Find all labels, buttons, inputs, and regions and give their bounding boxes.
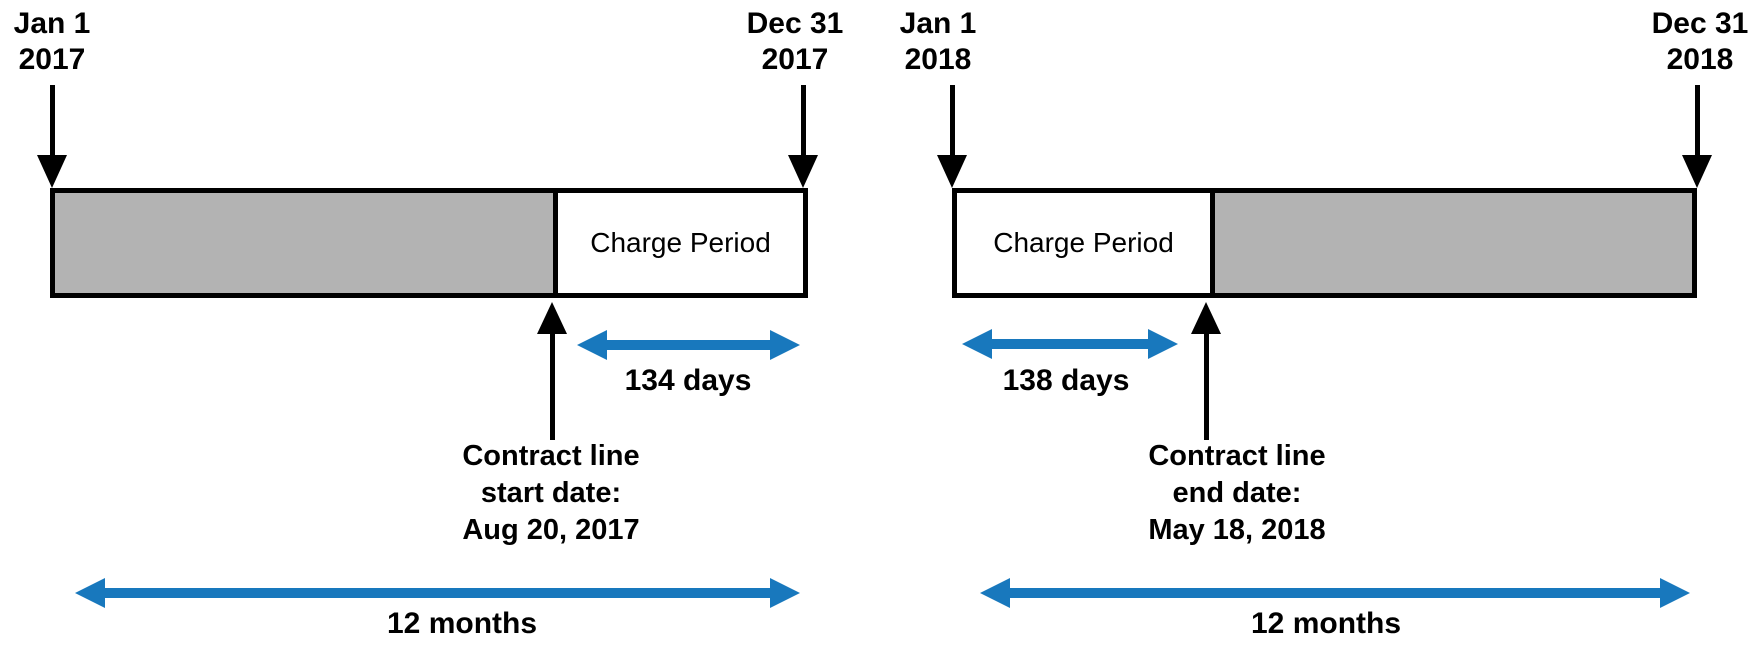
remaining-segment-2018 bbox=[1215, 193, 1692, 293]
timeline-bar-2018: Charge Period bbox=[952, 188, 1697, 298]
timeline-bar-2017: Charge Period bbox=[50, 188, 808, 298]
arrow-head-right bbox=[1148, 329, 1178, 359]
end-date-label-2018: Dec 31 2018 bbox=[1652, 6, 1749, 78]
charge-period-segment-2017: Charge Period bbox=[558, 193, 803, 293]
days-measure-arrow-icon-2018 bbox=[962, 329, 1178, 359]
arrow-shaft bbox=[549, 334, 555, 440]
arrow-shaft bbox=[988, 339, 1152, 349]
arrow-head-left bbox=[577, 330, 607, 360]
months-measure-arrow-icon-2018 bbox=[980, 578, 1690, 608]
arrow-head-up bbox=[1191, 302, 1221, 334]
arrow-head-up bbox=[537, 302, 567, 334]
start-date-line2: 2018 bbox=[904, 43, 972, 76]
days-measure-arrow-icon-2017 bbox=[577, 330, 800, 360]
start-date-label-2017: Jan 1 2017 bbox=[14, 6, 91, 78]
arrow-shaft bbox=[1694, 85, 1700, 155]
months-label-2018: 12 months bbox=[1250, 607, 1402, 640]
note-line1: Contract line bbox=[1148, 440, 1326, 472]
contract-end-note: Contract line end date: May 18, 2018 bbox=[1148, 438, 1325, 549]
arrow-shaft bbox=[49, 85, 55, 155]
down-arrow-icon-dec2017 bbox=[788, 85, 818, 188]
up-arrow-icon-start-date bbox=[537, 302, 567, 440]
down-arrow-icon-dec2018 bbox=[1682, 85, 1712, 188]
note-line2: end date: bbox=[1172, 477, 1302, 509]
months-measure-arrow-icon-2017 bbox=[75, 578, 800, 608]
arrow-shaft bbox=[603, 340, 774, 350]
end-date-line2: 2017 bbox=[761, 43, 829, 76]
arrow-shaft bbox=[101, 588, 774, 598]
start-date-line2: 2017 bbox=[18, 43, 86, 76]
end-date-line2: 2018 bbox=[1666, 43, 1734, 76]
down-arrow-icon-jan2017 bbox=[37, 85, 67, 188]
note-line3: Aug 20, 2017 bbox=[462, 514, 640, 546]
end-date-line1: Dec 31 bbox=[746, 7, 844, 40]
months-label-2017: 12 months bbox=[386, 607, 538, 640]
down-arrow-icon-jan2018 bbox=[937, 85, 967, 188]
start-date-label-2018: Jan 1 2018 bbox=[900, 6, 977, 78]
arrow-head-left bbox=[980, 578, 1010, 608]
end-date-line1: Dec 31 bbox=[1651, 7, 1749, 40]
arrow-shaft bbox=[949, 85, 955, 155]
arrow-shaft bbox=[800, 85, 806, 155]
arrow-head-down bbox=[37, 155, 67, 188]
up-arrow-icon-end-date bbox=[1191, 302, 1221, 440]
arrow-shaft bbox=[1203, 334, 1209, 440]
elapsed-segment-2017 bbox=[55, 193, 558, 293]
note-line3: May 18, 2018 bbox=[1148, 514, 1326, 546]
days-label-2017: 134 days bbox=[624, 364, 752, 397]
note-line1: Contract line bbox=[462, 440, 640, 472]
arrow-head-down bbox=[1682, 155, 1712, 188]
arrow-head-right bbox=[1660, 578, 1690, 608]
arrow-head-down bbox=[788, 155, 818, 188]
contract-start-note: Contract line start date: Aug 20, 2017 bbox=[462, 438, 639, 549]
arrow-head-left bbox=[962, 329, 992, 359]
arrow-head-left bbox=[75, 578, 105, 608]
note-line2: start date: bbox=[480, 477, 622, 509]
arrow-shaft bbox=[1006, 588, 1664, 598]
start-date-line1: Jan 1 bbox=[13, 7, 91, 40]
arrow-head-right bbox=[770, 330, 800, 360]
days-label-2018: 138 days bbox=[1002, 364, 1130, 397]
arrow-head-right bbox=[770, 578, 800, 608]
arrow-head-down bbox=[937, 155, 967, 188]
charge-period-segment-2018: Charge Period bbox=[957, 193, 1215, 293]
end-date-label-2017: Dec 31 2017 bbox=[747, 6, 844, 78]
start-date-line1: Jan 1 bbox=[899, 7, 977, 40]
